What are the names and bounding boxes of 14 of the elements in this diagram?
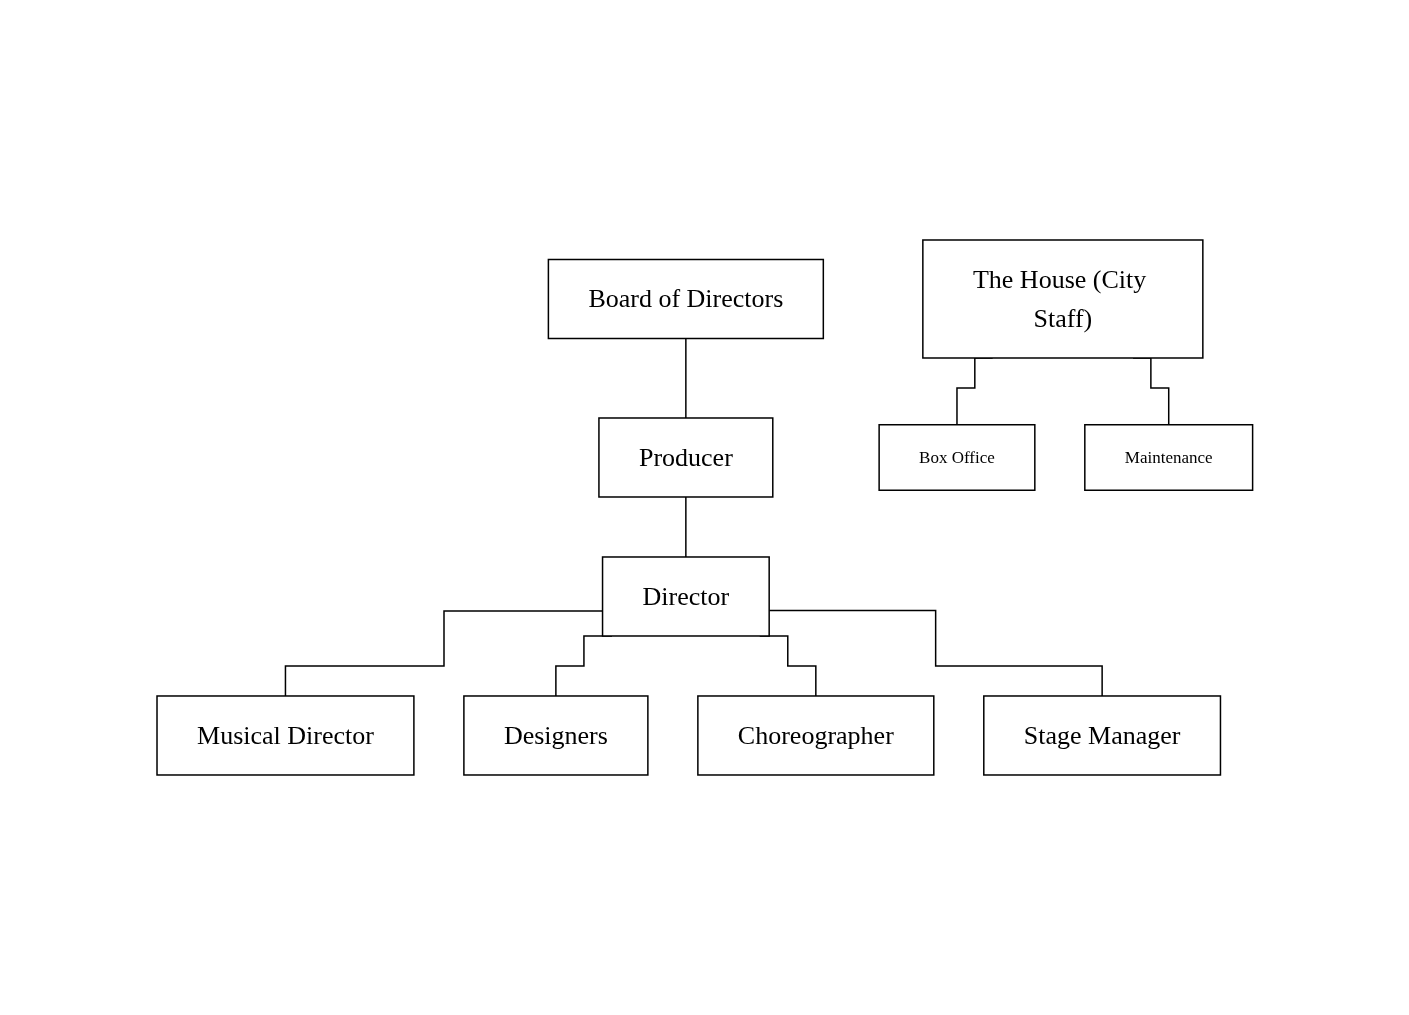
connector <box>684 337 687 419</box>
node-box: Choreographer <box>696 695 935 776</box>
connector <box>284 610 603 697</box>
node-box: Director <box>601 556 770 637</box>
node-box: The House (City Staff) <box>921 239 1204 359</box>
node-box: Maintenance <box>1083 424 1254 491</box>
node-box: Board of Directors <box>547 258 824 340</box>
connector <box>768 609 1103 697</box>
node-box: Designers <box>462 695 649 776</box>
node-box: Musical Director <box>155 695 415 776</box>
node-box: Box Office <box>878 424 1036 491</box>
node-box: Producer <box>597 417 774 498</box>
connector <box>684 496 687 558</box>
node-box: Stage Manager <box>982 695 1221 776</box>
